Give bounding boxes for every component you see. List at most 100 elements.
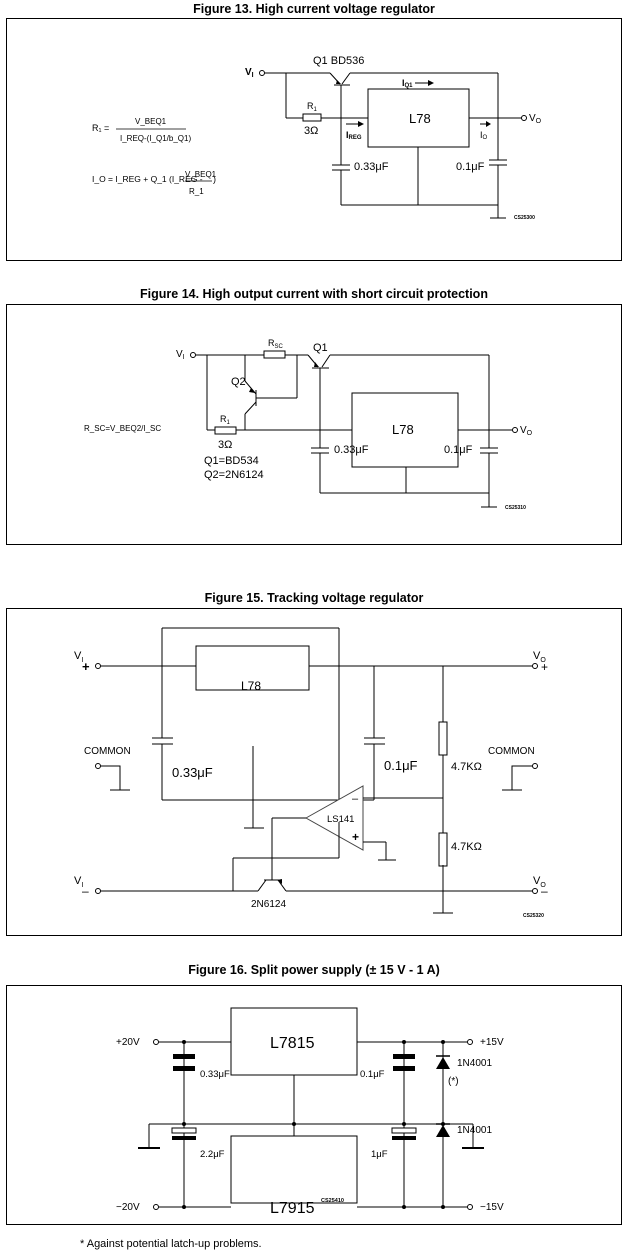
- common-right-label: COMMON: [488, 746, 535, 757]
- figure-15-frame: [6, 608, 622, 936]
- in-neg-terminal: [153, 1204, 159, 1210]
- r-top-label: 4.7KΩ: [451, 761, 482, 773]
- svg-text:VI: VI: [245, 67, 254, 79]
- q2-label: Q2: [231, 376, 246, 388]
- c4-label: 1μF: [371, 1149, 388, 1160]
- io-formula: I_O = I_REG + Q_1 (I_REG - V_BEQ1 R_1 ): [92, 170, 217, 196]
- q1-transistor-icon: [307, 354, 331, 369]
- svg-text:IO: IO: [480, 130, 488, 141]
- l78-regulator-block: [351, 392, 459, 468]
- common-right-terminal: [532, 763, 538, 769]
- l7915-label: L7915: [270, 1200, 315, 1217]
- electrolytic-capacitor-icon: [171, 1127, 197, 1134]
- svg-text:): ): [213, 174, 216, 184]
- svg-text:I_O = I_REG + Q_1 (I_REG -: I_O = I_REG + Q_1 (I_REG -: [92, 174, 203, 184]
- rsc-formula: R_SC=V_BEQ2/I_SC: [84, 424, 161, 433]
- l7815-label: L7815: [270, 1035, 315, 1052]
- svg-text:V_BEQ1: V_BEQ1: [135, 117, 167, 126]
- drawing-code: CS25300: [514, 215, 535, 221]
- c-out-label: 0.1μF: [456, 161, 485, 173]
- svg-text:VI: VI: [176, 349, 185, 361]
- svg-text:V_BEQ1: V_BEQ1: [185, 170, 217, 179]
- svg-text:VO: VO: [520, 425, 533, 437]
- capacitor-icon: [393, 1054, 415, 1059]
- figure-13-title: Figure 13. High current voltage regulato…: [193, 2, 435, 16]
- svg-text:RSC: RSC: [268, 338, 284, 350]
- footnote: * Against potential latch-up problems.: [80, 1238, 262, 1250]
- q1-label: Q1 BD536: [313, 55, 364, 67]
- svg-text:IREG: IREG: [346, 130, 362, 141]
- asterisk-note: (*): [448, 1076, 459, 1087]
- figure-14-frame: [6, 304, 622, 545]
- q1-label: Q1: [313, 342, 328, 354]
- svg-text:+: +: [82, 659, 90, 674]
- l7915-regulator-block: [230, 1135, 358, 1204]
- c3-label: 0.1μF: [360, 1069, 385, 1080]
- q1-transistor-icon: [329, 72, 351, 86]
- l7815-regulator-block: [230, 1007, 358, 1076]
- svg-text:R₁ =: R₁ =: [92, 123, 109, 133]
- electrolytic-capacitor-icon: [391, 1127, 417, 1134]
- l78-regulator-block: [367, 88, 470, 148]
- vo-terminal: [512, 427, 518, 433]
- svg-text:+: +: [541, 660, 548, 674]
- vo-minus-terminal: [532, 888, 538, 894]
- vi-terminal: [259, 70, 265, 76]
- regulator-label: L78: [409, 111, 431, 126]
- figure-14-schematic: VI VO RSC Q1 Q2 R1 3Ω L78 0.33μF 0.1μF R…: [84, 338, 533, 511]
- svg-text:VO: VO: [533, 875, 546, 889]
- c-in-label: 0.33μF: [354, 161, 389, 173]
- vi-plus-terminal: [95, 663, 101, 669]
- figure-15-title: Figure 15. Tracking voltage regulator: [204, 591, 424, 605]
- out-pos-terminal: [467, 1039, 473, 1045]
- q1-part: Q1=BD534: [204, 455, 259, 467]
- figure-16-title: Figure 16. Split power supply (± 15 V - …: [188, 963, 440, 977]
- figure-13-schematic: VI VO Q1 BD536 R1 3Ω L78 IQ1 IREG IO 0.3…: [92, 55, 542, 221]
- svg-text:R_1: R_1: [189, 187, 204, 196]
- regulator-label: L78: [241, 679, 261, 693]
- drawing-code: CS25310: [505, 505, 526, 511]
- svg-text:IQ1: IQ1: [402, 78, 413, 89]
- svg-text:–: –: [82, 884, 89, 898]
- vo-terminal: [521, 115, 527, 121]
- c2-label: 2.2μF: [200, 1149, 225, 1160]
- junction-dots: [182, 1040, 445, 1209]
- capacitor-icon: [173, 1054, 195, 1059]
- d1-label: 1N4001: [457, 1058, 492, 1069]
- c1-label: 0.33μF: [200, 1069, 230, 1080]
- in-neg-label: −20V: [116, 1202, 140, 1213]
- current-arrow-icon: [346, 80, 491, 127]
- figure-15-schematic: VI + VO + VI – VO – L78 0.33μF 0.1μF 4.7…: [74, 627, 548, 919]
- opamp-label: LS141: [327, 814, 354, 825]
- drawing-code: CS25320: [523, 913, 544, 919]
- c-out-label: 0.1μF: [384, 758, 418, 773]
- r-bottom-label: 4.7KΩ: [451, 841, 482, 853]
- regulator-label: L78: [392, 422, 414, 437]
- svg-text:R1: R1: [307, 101, 318, 113]
- opamp-icon: [304, 785, 364, 851]
- r1-value: 3Ω: [304, 125, 318, 137]
- q2-part: Q2=2N6124: [204, 469, 264, 481]
- svg-text:–: –: [352, 793, 359, 805]
- q2-transistor-icon: [244, 380, 257, 415]
- 2n6124-transistor-icon: [257, 879, 287, 892]
- svg-text:I_REQ-(I_Q1/b_Q1): I_REQ-(I_Q1/b_Q1): [120, 134, 191, 143]
- c-in-label: 0.33μF: [172, 765, 213, 780]
- common-left-terminal: [95, 763, 101, 769]
- in-pos-label: +20V: [116, 1037, 140, 1048]
- svg-text:VI: VI: [74, 875, 83, 889]
- vi-minus-terminal: [95, 888, 101, 894]
- r1-formula: R₁ = V_BEQ1 I_REQ-(I_Q1/b_Q1): [92, 117, 191, 143]
- r1-value: 3Ω: [218, 439, 232, 451]
- svg-text:R1: R1: [220, 414, 231, 426]
- figure-13-frame: [6, 18, 622, 261]
- svg-text:VI: VI: [74, 650, 83, 664]
- svg-text:VO: VO: [529, 113, 542, 125]
- transistor-label: 2N6124: [251, 899, 286, 910]
- common-left-label: COMMON: [84, 746, 131, 757]
- vo-plus-terminal: [532, 663, 538, 669]
- vi-terminal: [190, 352, 196, 358]
- svg-text:+: +: [352, 830, 359, 844]
- in-pos-terminal: [153, 1039, 159, 1045]
- l78-regulator-block: [195, 645, 310, 691]
